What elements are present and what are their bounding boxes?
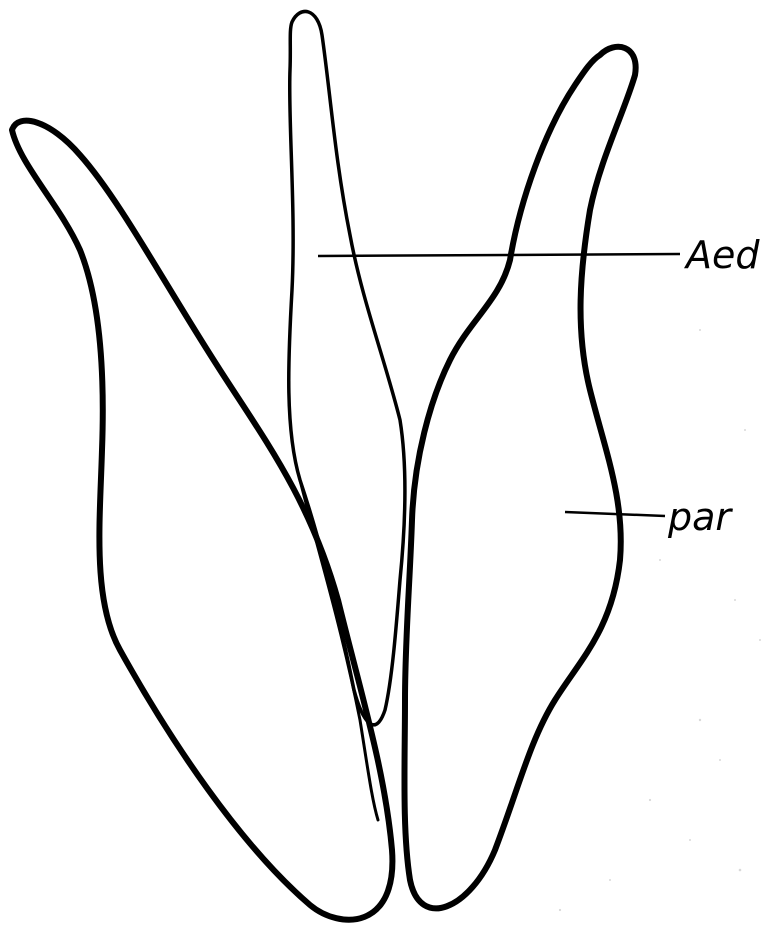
paramere-left-outline: [12, 121, 392, 920]
paramere-label: par: [667, 495, 733, 539]
paramere-right-outline: [404, 47, 635, 909]
paper-speckle: [559, 329, 761, 911]
aedeagus-leader-line: [318, 254, 680, 256]
aedeagus-label: Aed: [683, 233, 760, 277]
paramere-leader-line: [565, 512, 665, 516]
aedeagus-outline: [289, 11, 405, 724]
